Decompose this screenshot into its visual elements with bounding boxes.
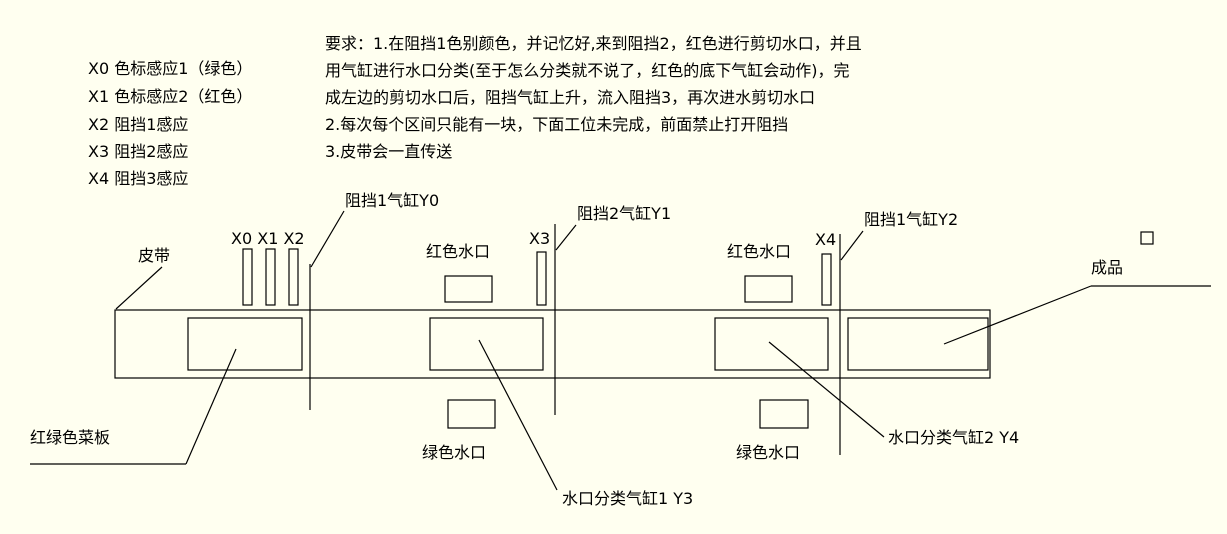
sorter-cylinder1-label: 水口分类气缸1 Y3 (562, 489, 694, 508)
legend-item-x1: X1 色标感应2（红色） (88, 87, 253, 106)
legend-item-x3: X3 阻挡2感应 (88, 142, 189, 161)
sensor-bar-x4 (821, 253, 832, 306)
red-sprue-label-1: 红色水口 (426, 242, 491, 261)
barrier3-leader-line (840, 230, 864, 261)
red-sprue-box-2 (744, 275, 793, 303)
sensor-bar-x2 (288, 248, 299, 306)
sensor-bar-x0 (242, 248, 253, 306)
red-sprue-label-2: 红色水口 (727, 242, 792, 261)
board-leader-line (185, 348, 237, 465)
belt-label: 皮带 (138, 246, 171, 265)
sorter1-leader-line (478, 339, 558, 491)
barrier1-cylinder-label: 阻挡1气缸Y0 (345, 191, 440, 210)
legend-item-x0: X0 色标感应1（绿色） (88, 59, 253, 78)
barrier3-cylinder-label: 阻挡1气缸Y2 (864, 210, 959, 229)
barrier1-leader-line (310, 210, 345, 268)
green-sprue-label-1: 绿色水口 (422, 443, 487, 462)
board-box-1 (187, 317, 303, 371)
finished-product-label: 成品 (1091, 258, 1124, 277)
green-sprue-box-2 (759, 399, 809, 429)
sorter2-leader-line (768, 341, 885, 438)
sorter-cylinder2-label: 水口分类气缸2 Y4 (888, 428, 1020, 447)
requirements-line-3: 成左边的剪切水口后，阻挡气缸上升，流入阻挡3，再次进水剪切水口 (325, 88, 816, 107)
finished-product-leader-line (943, 285, 1092, 345)
legend-item-x2: X2 阻挡1感应 (88, 115, 189, 134)
board-label: 红绿色菜板 (30, 428, 111, 447)
requirements-line-1: 要求：1.在阻挡1色别颜色，并记忆好,来到阻挡2，红色进行剪切水口，并且 (325, 34, 862, 53)
small-square-marker (1140, 231, 1154, 245)
green-sprue-box-1 (447, 399, 496, 429)
finished-product-box (847, 317, 989, 371)
requirements-line-5: 3.皮带会一直传送 (325, 142, 453, 161)
belt-leader-line (115, 266, 163, 310)
requirements-line-4: 2.每次每个区间只能有一块，下面工位未完成，前面禁止打开阻挡 (325, 115, 789, 134)
barrier2-cylinder-label: 阻挡2气缸Y1 (577, 204, 672, 223)
sensor-x0x1x2-label: X0 X1 X2 (231, 229, 305, 248)
sensor-bar-x3 (536, 251, 547, 306)
legend-item-x4: X4 阻挡3感应 (88, 169, 189, 188)
sensor-x3-label: X3 (529, 229, 551, 248)
board-box-3 (714, 317, 829, 371)
barrier2-leader-line (555, 224, 577, 251)
requirements-line-2: 用气缸进行水口分类(至于怎么分类就不说了，红色的底下气缸会动作)，完 (325, 61, 850, 80)
green-sprue-label-2: 绿色水口 (736, 443, 801, 462)
belt-outline (114, 309, 991, 379)
red-sprue-box-1 (444, 275, 493, 303)
sensor-x4-label: X4 (815, 230, 837, 249)
sensor-bar-x1 (265, 248, 276, 306)
board-box-2 (429, 317, 544, 371)
